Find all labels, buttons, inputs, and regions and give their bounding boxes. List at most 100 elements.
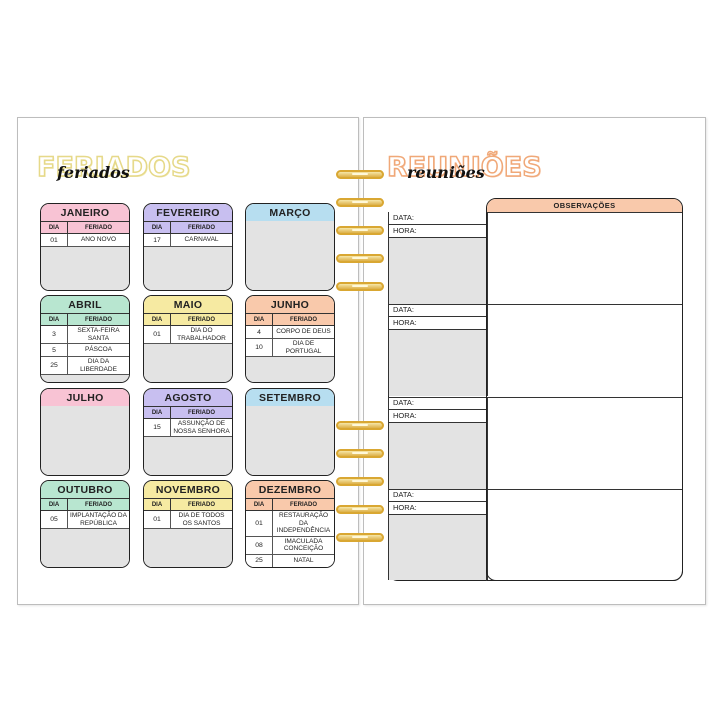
col-day-header: DIA bbox=[246, 314, 273, 325]
notes-area bbox=[389, 515, 487, 580]
holiday-row: 01 DIA DE TODOS OS SANTOS bbox=[144, 511, 232, 530]
reunioes-title-outline: REUNIÕES bbox=[386, 151, 542, 184]
holiday-list: 17 CARNAVAL bbox=[144, 234, 232, 290]
month-name: SETEMBRO bbox=[246, 389, 334, 407]
holiday-list bbox=[246, 221, 334, 290]
holiday-name: IMACULADA CONCEIÇÃO bbox=[283, 537, 324, 553]
binding-ring bbox=[336, 449, 384, 458]
col-holiday-header: FERIADO bbox=[290, 501, 317, 508]
month-name: JUNHO bbox=[246, 296, 334, 314]
meeting-block-1: DATA: HORA: bbox=[388, 212, 488, 304]
date-label: DATA: bbox=[389, 212, 487, 225]
meeting-block-2: DATA: HORA: bbox=[388, 304, 488, 396]
col-day-header: DIA bbox=[41, 499, 68, 510]
divider bbox=[388, 397, 683, 398]
notes-area bbox=[389, 330, 487, 396]
holiday-day: 25 bbox=[246, 554, 273, 567]
col-holiday-header: FERIADO bbox=[188, 501, 215, 508]
holiday-name: DIA DA LIBERDADE bbox=[80, 358, 117, 373]
col-day-header: DIA bbox=[144, 407, 171, 418]
col-holiday-header: FERIADO bbox=[85, 316, 112, 323]
date-label: DATA: bbox=[389, 397, 487, 410]
col-holiday-header: FERIADO bbox=[188, 224, 215, 231]
month-name: JANEIRO bbox=[41, 204, 129, 222]
binding-ring bbox=[336, 505, 384, 514]
holiday-name: ASSUNÇÃO DE NOSSA SENHORA bbox=[173, 420, 230, 435]
meeting-block-3: DATA: HORA: bbox=[388, 397, 488, 489]
feriados-title-script: feriados bbox=[57, 163, 130, 182]
binding-ring bbox=[336, 282, 384, 291]
holiday-day: 3 bbox=[41, 326, 68, 344]
holiday-name: DIA DE TODOS OS SANTOS bbox=[178, 512, 225, 527]
col-day-header: DIA bbox=[144, 314, 171, 325]
holiday-day: 01 bbox=[246, 511, 273, 536]
holiday-day: 01 bbox=[144, 326, 171, 344]
col-holiday-header: FERIADO bbox=[85, 224, 112, 231]
meeting-block-4: DATA: HORA: bbox=[388, 489, 488, 580]
holiday-day: 05 bbox=[41, 511, 68, 529]
reunioes-title-script: reuniões bbox=[407, 163, 485, 182]
binding-ring bbox=[336, 170, 384, 179]
feriados-title-outline: FERIADOS bbox=[36, 151, 191, 184]
time-label: HORA: bbox=[389, 225, 487, 238]
holiday-row: 01 DIA DO TRABALHADOR bbox=[144, 326, 232, 345]
month-name: FEVEREIRO bbox=[144, 204, 232, 222]
binding-ring bbox=[336, 477, 384, 486]
holiday-name: IMPLANTAÇÃO DA REPÚBLICA bbox=[70, 512, 127, 527]
divider bbox=[388, 304, 683, 305]
col-day-header: DIA bbox=[41, 314, 68, 325]
month-name: NOVEMBRO bbox=[144, 481, 232, 499]
column-headers: DIA FERIADO bbox=[144, 314, 232, 326]
holiday-list: 01 DIA DE TODOS OS SANTOS bbox=[144, 511, 232, 567]
holiday-day: 01 bbox=[144, 511, 171, 529]
month-name: MARÇO bbox=[246, 204, 334, 222]
month-card-6: JULHO bbox=[40, 388, 130, 476]
notes-area bbox=[389, 423, 487, 489]
holiday-row: 25 NATAL bbox=[246, 554, 334, 567]
col-day-header: DIA bbox=[144, 499, 171, 510]
month-name: AGOSTO bbox=[144, 389, 232, 407]
col-holiday-header: FERIADO bbox=[188, 316, 215, 323]
month-name: MAIO bbox=[144, 296, 232, 314]
holiday-name: DIA DO TRABALHADOR bbox=[177, 327, 226, 342]
holiday-name: RESTAURAÇÃO DA INDEPENDÊNCIA bbox=[276, 512, 331, 535]
holiday-name: CARNAVAL bbox=[184, 236, 219, 244]
binding-ring bbox=[336, 421, 384, 430]
month-name: JULHO bbox=[41, 389, 129, 407]
binding-ring bbox=[336, 198, 384, 207]
binding-ring bbox=[336, 533, 384, 542]
binding-ring bbox=[336, 254, 384, 263]
month-card-2: MARÇO bbox=[245, 203, 335, 291]
holiday-name: NATAL bbox=[293, 557, 314, 565]
holiday-day: 17 bbox=[144, 234, 171, 246]
holiday-day: 15 bbox=[144, 419, 171, 437]
col-holiday-header: FERIADO bbox=[85, 501, 112, 508]
holiday-day: 4 bbox=[246, 326, 273, 338]
holiday-day: 10 bbox=[246, 339, 273, 357]
date-label: DATA: bbox=[389, 489, 487, 502]
time-label: HORA: bbox=[389, 410, 487, 423]
time-label: HORA: bbox=[389, 317, 487, 330]
divider bbox=[388, 489, 683, 490]
